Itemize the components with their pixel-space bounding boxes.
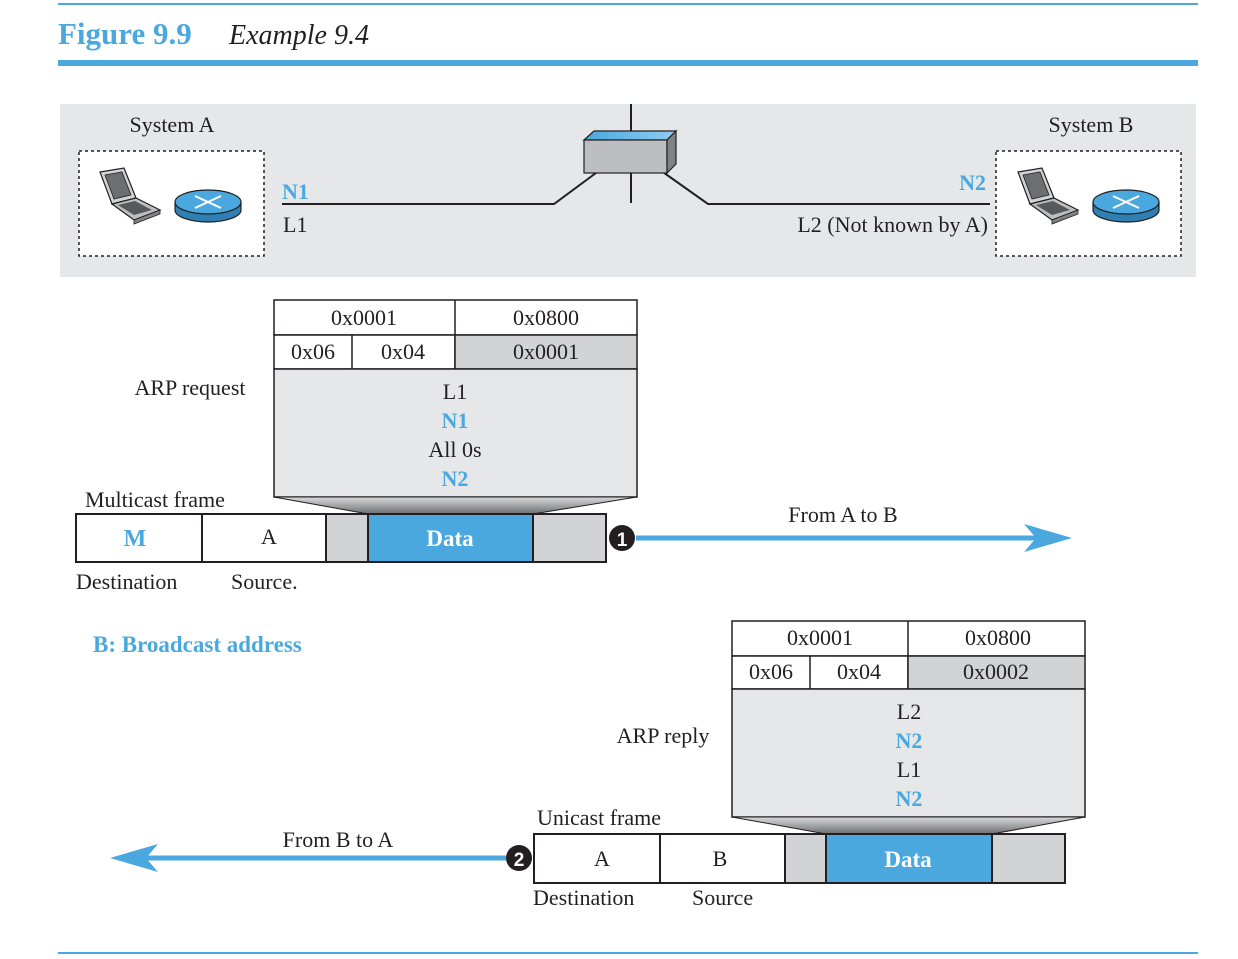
arrow-a-to-b-head <box>1024 524 1072 552</box>
header-bottom-rule <box>58 60 1198 66</box>
step-2-number: 2 <box>514 850 525 871</box>
reply-plen: 0x04 <box>837 659 881 684</box>
request-oper: 0x0001 <box>513 339 579 364</box>
arp-reply-label: ARP reply <box>617 723 710 748</box>
arp-reply-packet <box>731 620 1086 835</box>
reply-dest-caption: Destination <box>533 885 634 910</box>
unicast-frame-label: Unicast frame <box>537 805 661 830</box>
request-plen: 0x04 <box>381 339 425 364</box>
l1-label: L1 <box>283 212 307 237</box>
step-1-marker: 1 <box>609 525 635 551</box>
reply-src-caption: Source <box>692 885 753 910</box>
n2-label: N2 <box>959 170 986 195</box>
laptop-icon <box>99 167 162 225</box>
request-ptype: 0x0800 <box>513 305 579 330</box>
reply-target-proto: N2 <box>896 786 923 811</box>
request-sender-proto: N1 <box>442 408 469 433</box>
router-icon <box>1092 189 1160 223</box>
link-a <box>282 169 601 205</box>
request-frame-dest: M <box>124 526 147 552</box>
reply-frame-src: B <box>713 846 728 871</box>
link-b <box>659 169 990 205</box>
step-1-number: 1 <box>617 530 628 551</box>
reply-hlen: 0x06 <box>749 659 793 684</box>
reply-oper: 0x0002 <box>963 659 1029 684</box>
arp-request-packet <box>273 299 638 515</box>
broadcast-note: B: Broadcast address <box>93 632 302 657</box>
reply-frame-data: Data <box>884 847 932 872</box>
reply-target-hw: L1 <box>897 757 921 782</box>
request-frame-data: Data <box>426 526 474 551</box>
reply-frame-dest: A <box>594 846 610 871</box>
direction-b-to-a: From B to A <box>283 827 394 852</box>
step-2-marker: 2 <box>506 845 532 871</box>
figure-title: Example 9.4 <box>228 20 369 51</box>
request-target-hw: All 0s <box>428 437 481 462</box>
switch-icon <box>582 129 678 175</box>
unicast-frame <box>533 833 1066 884</box>
direction-a-to-b: From A to B <box>788 502 897 527</box>
reply-sender-proto: N2 <box>896 728 923 753</box>
system-a-label: System A <box>130 112 215 137</box>
request-htype: 0x0001 <box>331 305 397 330</box>
request-frame-src: A <box>261 524 277 549</box>
request-hlen: 0x06 <box>291 339 335 364</box>
request-sender-hw: L1 <box>443 379 467 404</box>
laptop-icon <box>1017 167 1080 225</box>
request-dest-caption: Destination <box>76 569 177 594</box>
system-b-label: System B <box>1049 112 1134 137</box>
figure-number: Figure 9.9 <box>58 16 192 51</box>
multicast-frame-label: Multicast frame <box>85 487 225 512</box>
router-icon <box>174 189 242 223</box>
multicast-frame <box>75 513 607 563</box>
reply-ptype: 0x0800 <box>965 625 1031 650</box>
request-src-caption: Source. <box>231 569 298 594</box>
l2-label: L2 (Not known by A) <box>797 212 988 237</box>
reply-sender-hw: L2 <box>897 699 921 724</box>
arrow-b-to-a-head <box>110 844 158 872</box>
n1-label: N1 <box>282 179 309 204</box>
reply-htype: 0x0001 <box>787 625 853 650</box>
arp-request-label: ARP request <box>134 375 245 400</box>
request-target-proto: N2 <box>442 466 469 491</box>
